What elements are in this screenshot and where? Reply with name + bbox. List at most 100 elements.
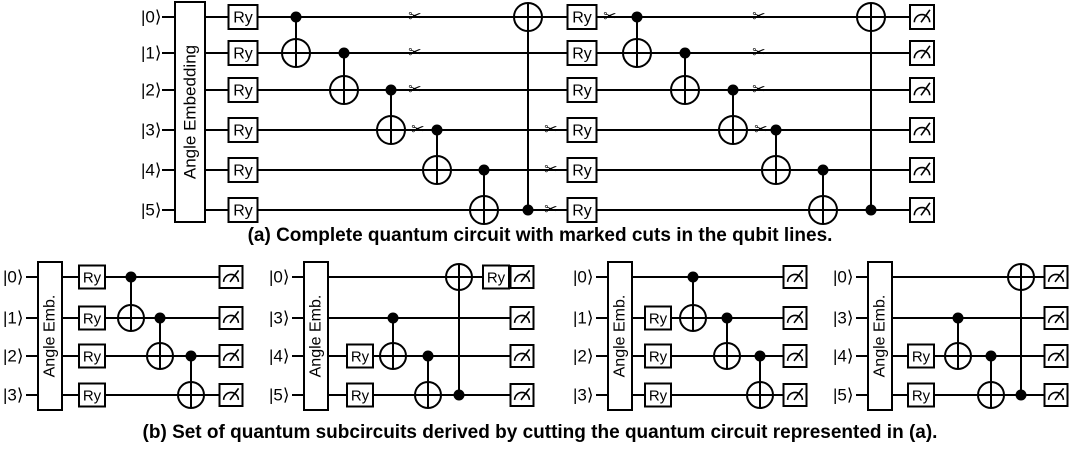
cut-marker-icon: ✂ [752,9,765,26]
control-dot [631,11,643,23]
measurement-gate [218,344,244,368]
meter-arc-icon [513,391,531,400]
qubit-label: |4⟩ [833,347,854,366]
qubit-label: |1⟩ [573,309,594,328]
ry-gate-label: Ry [572,83,592,100]
control-dot [422,350,434,362]
meter-needle-icon [793,310,804,324]
ry-gate [227,117,259,143]
ry-gate-label: Ry [233,203,253,220]
meter-arc-icon [913,206,931,216]
qubit-label: |3⟩ [141,121,162,140]
meter-needle-icon [520,269,531,283]
ry-gate-label: Ry [233,46,253,63]
meter-needle-icon [520,348,531,362]
angle-embedding-block [37,261,63,411]
meter-arc-icon [913,166,931,176]
meter-needle-icon [520,310,531,324]
ry-gate [227,157,259,183]
cut-marker-icon: ✂ [752,45,765,62]
meter-needle-icon [920,122,931,136]
qubit-label: |5⟩ [141,201,162,220]
control-dot [754,350,766,362]
measurement-gate [909,197,935,223]
measurement-gate [1043,265,1069,289]
ry-gate [346,343,374,369]
qubit-label: |0⟩ [833,268,854,287]
ry-gate-label: Ry [572,10,592,27]
angle-embedding-label: Angle Embedding [181,45,200,179]
angle-embedding-block [607,261,633,411]
meter-arc-icon [513,273,531,282]
ry-gate [227,77,259,103]
measurement-gate [509,306,535,330]
meter-arc-icon [513,352,531,361]
qubit-label: |3⟩ [269,309,290,328]
control-dot [290,11,302,23]
qubit-label: |1⟩ [3,309,24,328]
ry-gate-label: Ry [233,123,253,140]
angle-embedding-block [303,261,329,411]
measurement-gate [1043,383,1069,407]
cut-marker-icon: ✂ [411,122,424,139]
measurement-gate [909,4,935,30]
measurement-gate [218,383,244,407]
control-dot [478,164,490,176]
qubit-label: |2⟩ [573,347,594,366]
ry-gate-label: Ry [572,123,592,140]
measurement-gate [1043,306,1069,330]
ry-gate [566,4,598,30]
ry-gate [78,343,106,369]
meter-needle-icon [793,269,804,283]
meter-needle-icon [920,202,931,216]
meter-arc-icon [222,273,240,282]
angle-embedding-label: Angle Emb. [42,295,59,378]
qubit-label: |1⟩ [141,44,162,63]
ry-gate-label: Ry [572,163,592,180]
meter-arc-icon [222,352,240,361]
ry-gate-label: Ry [487,270,506,287]
ry-gate-label: Ry [649,311,668,328]
ry-gate [566,117,598,143]
ry-gate-label: Ry [649,388,668,405]
ry-gate-label: Ry [233,10,253,27]
ry-gate [566,197,598,223]
meter-needle-icon [520,387,531,401]
measurement-gate [509,344,535,368]
ry-gate [227,40,259,66]
meter-needle-icon [920,45,931,59]
ry-gate-label: Ry [233,163,253,180]
cut-marker-icon: ✂ [408,45,421,62]
ry-gate [346,382,374,408]
measurement-gate [909,77,935,103]
angle-embedding-label: Angle Emb. [872,295,889,378]
ry-gate-label: Ry [351,349,370,366]
ry-gate [78,382,106,408]
ry-gate-label: Ry [912,349,931,366]
control-dot [522,204,534,216]
qubit-label: |5⟩ [833,386,854,405]
control-dot [770,124,782,136]
meter-needle-icon [793,348,804,362]
control-dot [679,47,691,59]
meter-needle-icon [1054,310,1065,324]
meter-needle-icon [920,82,931,96]
meter-needle-icon [1054,269,1065,283]
qubit-label: |0⟩ [3,268,24,287]
measurement-gate [909,40,935,66]
meter-arc-icon [913,13,931,23]
qubit-label: |5⟩ [269,386,290,405]
meter-arc-icon [786,314,804,323]
qubit-label: |0⟩ [141,8,162,27]
control-dot [952,312,964,324]
ry-gate-label: Ry [83,270,102,287]
ry-gate [227,197,259,223]
control-dot [385,84,397,96]
control-dot [687,271,699,283]
meter-needle-icon [920,9,931,23]
cut-marker-icon: ✂ [544,162,557,179]
qubit-label: |0⟩ [269,268,290,287]
control-dot [721,312,733,324]
qubit-label: |4⟩ [269,347,290,366]
ry-gate [566,40,598,66]
